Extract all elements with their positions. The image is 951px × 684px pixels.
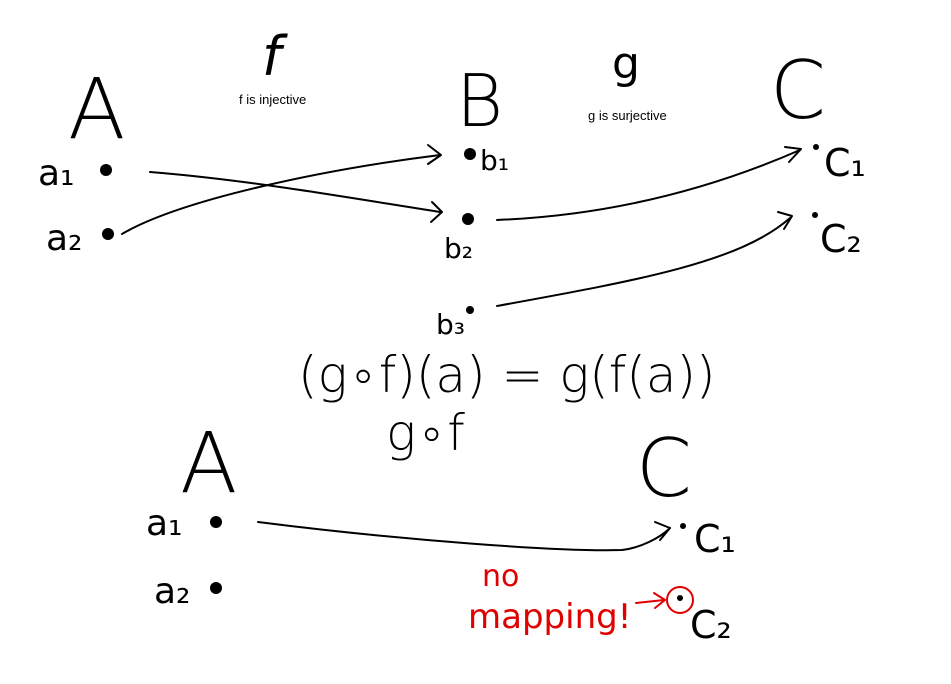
b2-label: b₂ — [444, 232, 473, 265]
arrowhead-a2-b1 — [427, 144, 442, 165]
a2-dot — [102, 228, 114, 240]
b1-dot — [464, 148, 476, 160]
bottom-a2-dot — [210, 582, 222, 594]
bottom-c2-label: C₂ — [690, 603, 732, 647]
function-g-label: g — [612, 38, 640, 89]
c2-dot — [812, 212, 818, 218]
c1-dot — [813, 144, 819, 150]
a2-label: a₂ — [46, 218, 83, 259]
no-mapping-arrow — [635, 599, 665, 604]
arrow-a2-to-b1 — [121, 154, 441, 235]
b3-label: b₃ — [436, 308, 465, 341]
a1-dot — [100, 164, 112, 176]
bottom-set-a-label: A — [180, 414, 237, 512]
bottom-c2-dot — [677, 595, 683, 601]
b2-dot — [462, 213, 474, 225]
composite-label: g∘f — [386, 404, 465, 462]
bottom-a2-label: a₂ — [154, 571, 191, 612]
set-b-label: B — [456, 59, 503, 143]
arrow-b2-to-c1 — [496, 149, 801, 221]
f-injective-note: f is injective — [239, 92, 306, 107]
c2-label: C₂ — [820, 217, 862, 261]
arrow-a1-to-b2 — [149, 171, 441, 213]
arrow-a1-to-c1 — [257, 521, 671, 552]
arrow-b3-to-c2 — [496, 217, 791, 307]
arrowhead-a1-b2 — [430, 201, 443, 223]
set-a-label: A — [68, 60, 125, 158]
g-surjective-note: g is surjective — [588, 108, 667, 123]
arrowhead-b2-c1 — [784, 146, 802, 163]
bottom-c1-label: C₁ — [694, 517, 736, 561]
bottom-c1-dot — [680, 523, 686, 529]
function-f-label: f — [262, 25, 288, 88]
bottom-a1-label: a₁ — [146, 503, 183, 544]
arrowhead-a1-c1 — [654, 521, 671, 541]
a1-label: a₁ — [38, 153, 75, 194]
set-c-label: C — [770, 44, 826, 137]
c1-label: C₁ — [824, 141, 866, 185]
b3-dot — [466, 306, 474, 314]
composition-definition: (g∘f)(a) = g(f(a)) — [298, 346, 716, 404]
bottom-set-c-label: C — [636, 422, 692, 515]
no-mapping-note-line2: mapping! — [468, 597, 631, 637]
c2-highlight-circle — [666, 586, 694, 614]
no-mapping-note-line1: no — [482, 559, 519, 594]
bottom-a1-dot — [210, 516, 222, 528]
b1-label: b₁ — [480, 144, 509, 177]
arrowhead-b3-c2 — [777, 211, 793, 230]
no-mapping-arrowhead — [653, 592, 666, 609]
